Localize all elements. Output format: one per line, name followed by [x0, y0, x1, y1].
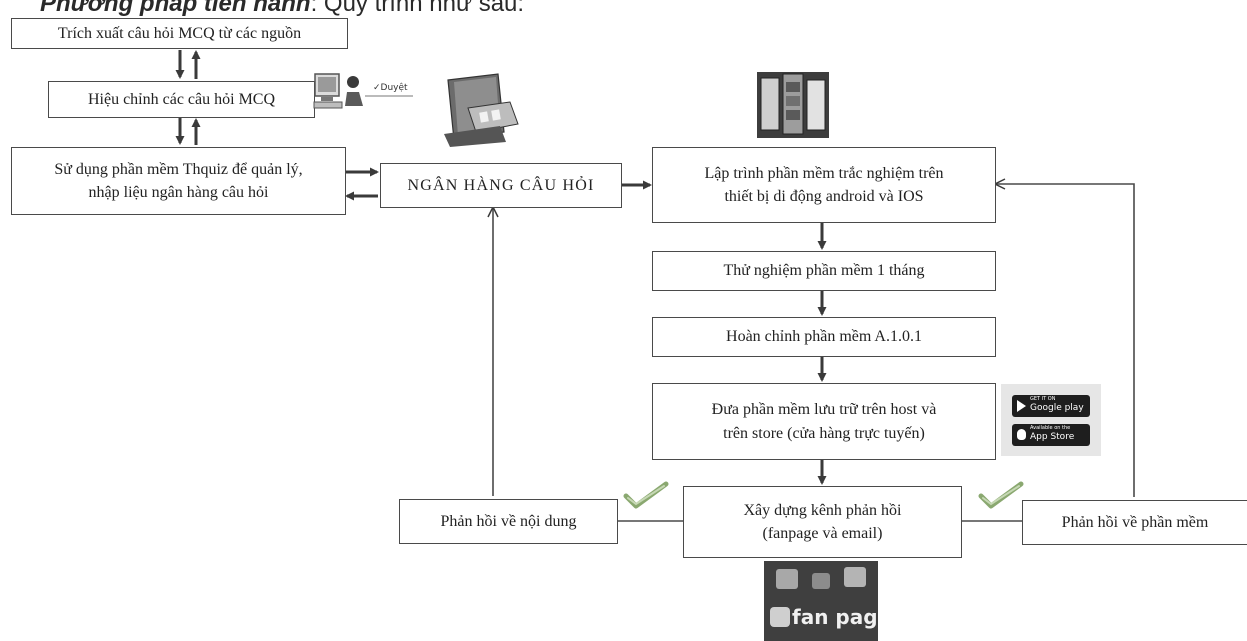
fanpage-badge: fan page [764, 561, 878, 641]
step-store-upload-line2: trên store (cửa hàng trực tuyến) [723, 424, 925, 442]
file-cabinet-icon [444, 73, 519, 147]
google-play-small-text: GET IT ON [1030, 396, 1056, 402]
google-play-badge: GET IT ON Google play [1012, 395, 1090, 417]
apple-icon [1017, 429, 1026, 440]
question-bank: NGÂN HÀNG CÂU HỎI [380, 163, 622, 208]
software-feedback-label: Phản hồi về phần mềm [1061, 513, 1209, 531]
step-feedback-channel-line1: Xây dựng kênh phản hồi [743, 501, 902, 519]
step-test-software: Thử nghiệm phần mềm 1 tháng [652, 251, 996, 291]
mobile-app-screens-icon [757, 72, 829, 138]
app-store-text: App Store [1030, 432, 1075, 442]
play-icon [1017, 400, 1026, 412]
reviewer-computer-icon: ✓Duyệt [313, 73, 413, 109]
step-edit-mcq: Hiệu chỉnh các câu hỏi MCQ [48, 81, 315, 118]
app-store-badge: Available on the App Store [1012, 424, 1090, 446]
content-feedback-label: Phản hồi về nội dung [440, 512, 577, 530]
header-title-rest: : Quy trình như sau: [310, 0, 525, 17]
step-program-mobile-line1: Lập trình phần mềm trắc nghiệm trên [704, 164, 944, 182]
check-mark-icon [623, 481, 669, 509]
step-complete-software-label: Hoàn chỉnh phần mềm A.1.0.1 [726, 328, 922, 346]
software-feedback: Phản hồi về phần mềm [1022, 500, 1247, 545]
step-complete-software: Hoàn chỉnh phần mềm A.1.0.1 [652, 317, 996, 357]
header-title-bold: Phương pháp tiến hành [40, 0, 311, 17]
step-program-mobile-line2: thiết bị di động android và IOS [724, 188, 924, 205]
step-edit-mcq-label: Hiệu chỉnh các câu hỏi MCQ [87, 90, 276, 108]
app-store-small-text: Available on the [1030, 425, 1071, 431]
question-bank-label: NGÂN HÀNG CÂU HỎI [407, 176, 595, 194]
step-feedback-channel-line2: (fanpage và email) [762, 525, 883, 542]
step-manage-thquiz: Sử dụng phần mềm Thquiz để quản lý, nhập… [11, 147, 346, 215]
header-title: Phương pháp tiến hành: Quy trình như sau… [40, 0, 524, 18]
step-program-mobile: Lập trình phần mềm trắc nghiệm trên thiế… [652, 147, 996, 223]
check-mark-icon [978, 481, 1024, 509]
google-play-text: Google play [1030, 403, 1084, 413]
step-feedback-channel: Xây dựng kênh phản hồi (fanpage và email… [683, 486, 962, 558]
step-store-upload: Đưa phần mềm lưu trữ trên host và trên s… [652, 383, 996, 460]
step-extract-mcq: Trích xuất câu hỏi MCQ từ các nguồn [11, 18, 348, 49]
thumbs-up-icon [770, 607, 790, 627]
like-thumb-icon [844, 567, 866, 587]
approve-label: ✓Duyệt [373, 82, 408, 93]
store-badges: GET IT ON Google play Available on the A… [1001, 384, 1101, 456]
like-thumb-icon [776, 569, 798, 589]
step-test-software-label: Thử nghiệm phần mềm 1 tháng [723, 262, 925, 280]
arrow-software-to-program [996, 184, 1135, 497]
fanpage-text: fan page [792, 605, 878, 629]
step-manage-thquiz-line2: nhập liệu ngân hàng câu hỏi [88, 184, 269, 201]
like-thumb-icon [812, 573, 830, 589]
content-feedback: Phản hồi về nội dung [399, 499, 618, 544]
step-extract-mcq-label: Trích xuất câu hỏi MCQ từ các nguồn [57, 24, 302, 42]
step-store-upload-line1: Đưa phần mềm lưu trữ trên host và [711, 401, 937, 419]
step-manage-thquiz-line1: Sử dụng phần mềm Thquiz để quản lý, [54, 160, 303, 178]
